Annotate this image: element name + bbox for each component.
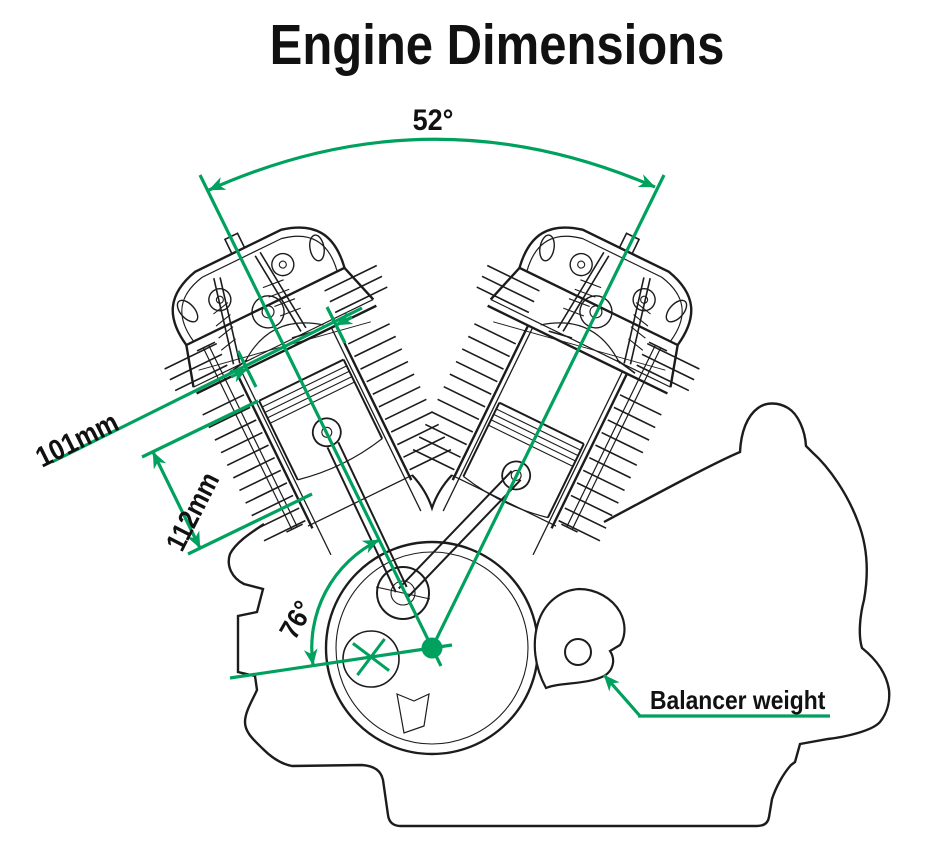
labels: Engine Dimensions 52° 101mm 112mm 76° Ba… <box>30 14 825 716</box>
stroke-dimension <box>141 399 313 556</box>
crank-center-dot <box>421 637 443 659</box>
stroke-label: 112mm <box>159 467 225 556</box>
balancer-weight <box>533 587 626 690</box>
balancer-axis-x-mark <box>352 638 390 676</box>
v-angle-arc <box>208 137 656 192</box>
bore-dimension <box>51 306 363 464</box>
balancer-callout <box>602 673 830 718</box>
v-notch <box>411 474 453 512</box>
balancer-leader-arrow <box>602 673 642 718</box>
dimension-annotations <box>51 137 830 718</box>
left-cylinder-axis-line <box>198 174 443 667</box>
balancer-angle-dimension <box>229 538 453 680</box>
page-title: Engine Dimensions <box>270 14 725 77</box>
crankcase <box>227 402 891 828</box>
right-cylinder-axis-line <box>430 174 666 649</box>
v-angle-label: 52° <box>413 104 454 138</box>
balancer-weight-label: Balancer weight <box>650 687 825 716</box>
left-connecting-rod <box>326 441 408 593</box>
bore-label: 101mm <box>30 405 123 474</box>
